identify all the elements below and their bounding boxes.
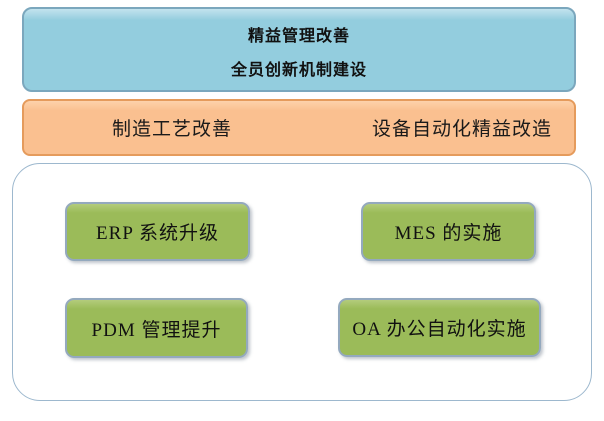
process-improvement-right-label: 设备自动化精益改造 xyxy=(371,119,552,140)
item-pdm-improvement: PDM 管理提升 xyxy=(65,298,248,358)
item-mes-implementation: MES 的实施 xyxy=(361,202,536,261)
process-improvement-left-label: 制造工艺改善 xyxy=(111,119,232,140)
lean-management-line1: 精益管理改善 xyxy=(247,27,350,45)
item-oa-automation: OA 办公自动化实施 xyxy=(338,298,541,357)
item-erp-upgrade: ERP 系统升级 xyxy=(65,202,250,261)
it-systems-container xyxy=(12,163,592,401)
lean-management-box: 精益管理改善 全员创新机制建设 xyxy=(22,7,576,92)
process-improvement-box: 制造工艺改善 设备自动化精益改造 xyxy=(22,99,576,156)
lean-management-line2: 全员创新机制建设 xyxy=(230,62,367,79)
